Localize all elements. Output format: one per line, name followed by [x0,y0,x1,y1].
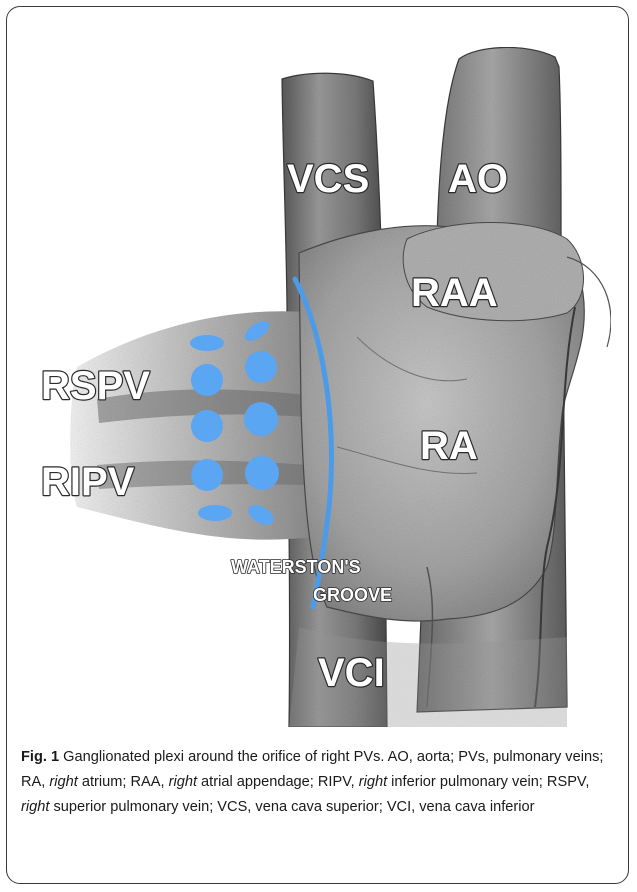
caption-text: atrial appendage; RIPV, [197,774,359,790]
heart-illustration: VCS AO RAA RA RSPV RIPV WATERSTON'S GROO… [7,7,629,727]
figure-number: Fig. 1 [21,749,59,765]
label-ripv: RIPV [41,460,135,504]
plexus-dot [244,402,278,436]
caption-italic: right [359,774,387,790]
sketch-body [70,47,611,727]
caption-italic: right [169,774,197,790]
caption-text: atrium; RAA, [78,774,169,790]
label-waterstons: WATERSTON'S [231,557,361,577]
plexus-dot [198,505,232,521]
caption-text: superior pulmonary vein; VCS, vena cava … [49,799,534,815]
label-vci: VCI [318,651,385,695]
caption-text: inferior pulmonary vein; RSPV, [387,774,589,790]
label-ra: RA [420,424,478,468]
caption-italic: right [49,774,77,790]
figure-frame: VCS AO RAA RA RSPV RIPV WATERSTON'S GROO… [6,6,629,884]
plexus-dot [190,335,224,351]
plexus-dot [191,459,223,491]
plexus-dot [245,456,279,490]
caption-italic: right [21,799,49,815]
figure-caption: Fig. 1 Ganglionated plexi around the ori… [21,745,617,820]
label-ao: AO [448,157,508,201]
label-rspv: RSPV [41,364,150,408]
plexus-dot [191,410,223,442]
plexus-dot [245,351,277,383]
anatomical-drawing: VCS AO RAA RA RSPV RIPV WATERSTON'S GROO… [7,7,629,727]
plexus-dot [191,364,223,396]
label-raa: RAA [411,271,498,315]
label-groove: GROOVE [313,585,392,605]
label-vcs: VCS [287,157,369,201]
